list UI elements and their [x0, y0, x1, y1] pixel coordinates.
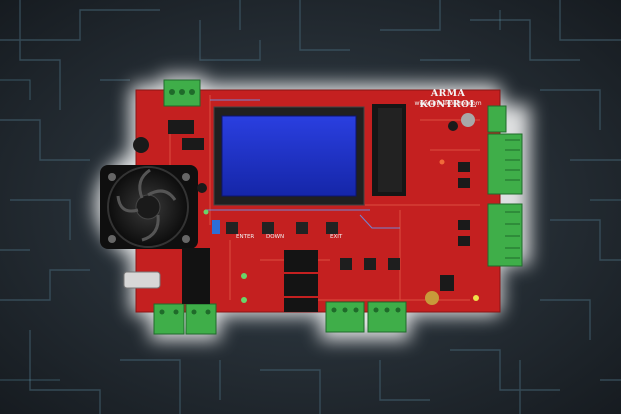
- website-url: www.armakontrol.com: [414, 100, 482, 107]
- capacitors: [133, 113, 475, 305]
- microcontroller-chip: [372, 104, 406, 196]
- terminal-block-bottom: [153, 301, 407, 335]
- fuse-holder: [123, 271, 161, 289]
- transistors: [340, 258, 400, 270]
- terminal-block-right: [487, 105, 523, 267]
- terminal-block-top: [163, 79, 201, 107]
- background-circuit-pattern-light: [0, 10, 621, 381]
- brand-logo: ARMA KONTROL: [419, 88, 477, 110]
- push-buttons: [212, 220, 338, 234]
- relay-bank: [182, 248, 318, 312]
- button-label-exit: EXIT: [330, 234, 343, 240]
- button-label-down: DOWN: [266, 234, 285, 240]
- ic-chips: [168, 120, 470, 291]
- status-leds: [203, 159, 479, 303]
- button-label-enter: ENTER: [236, 234, 255, 240]
- pcb-blue-glow-traces: [205, 99, 400, 229]
- lcd-display: [213, 106, 365, 206]
- cooling-fan: [100, 165, 198, 249]
